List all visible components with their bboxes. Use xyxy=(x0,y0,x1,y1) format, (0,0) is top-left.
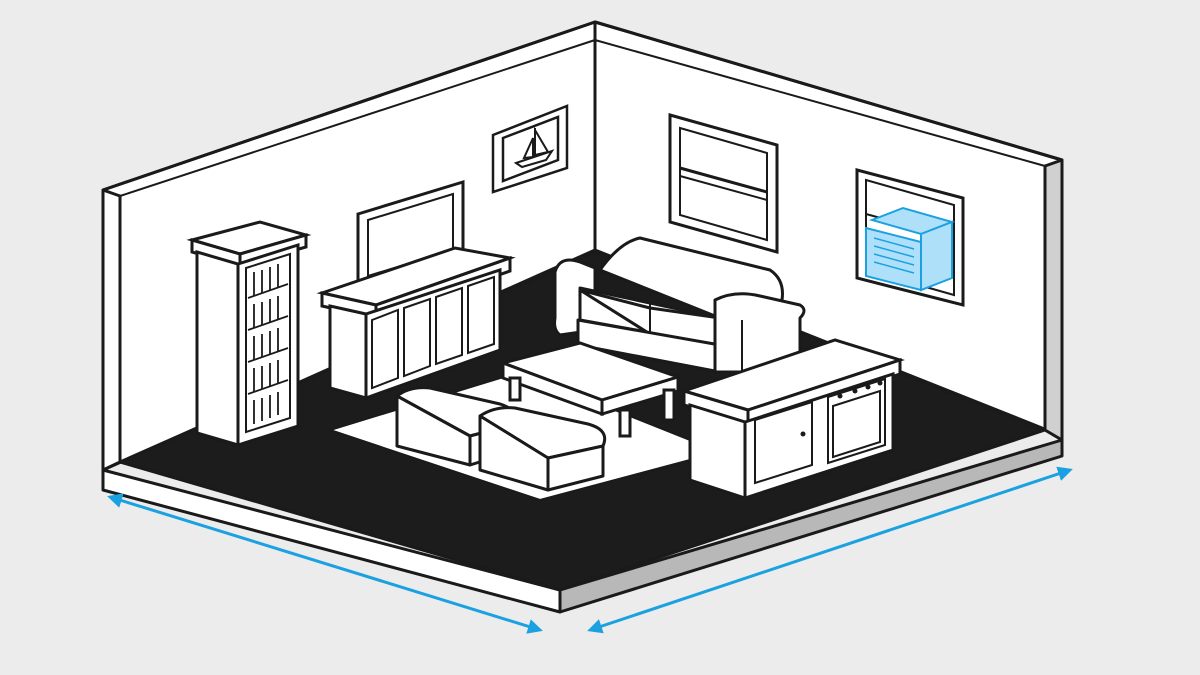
ac-vents xyxy=(873,237,915,274)
stove-knobs xyxy=(837,380,883,399)
bookcase xyxy=(186,220,312,448)
window-left xyxy=(668,113,779,254)
book-rows xyxy=(247,264,289,424)
coffee-table xyxy=(498,341,683,438)
left-wall-inner-edge xyxy=(101,188,122,472)
sailboat-picture xyxy=(491,104,569,194)
right-wall-thickness xyxy=(1043,158,1064,442)
wall-top-edge xyxy=(102,20,1063,192)
length-dimension-arrow xyxy=(587,466,1073,634)
window-air-conditioner xyxy=(865,206,956,292)
kitchen-island xyxy=(679,338,905,501)
tv-console xyxy=(316,246,516,401)
sailboat-icon xyxy=(513,126,555,169)
width-dimension-arrow xyxy=(107,493,543,634)
sofa xyxy=(553,236,806,374)
ottoman-right xyxy=(478,406,607,492)
